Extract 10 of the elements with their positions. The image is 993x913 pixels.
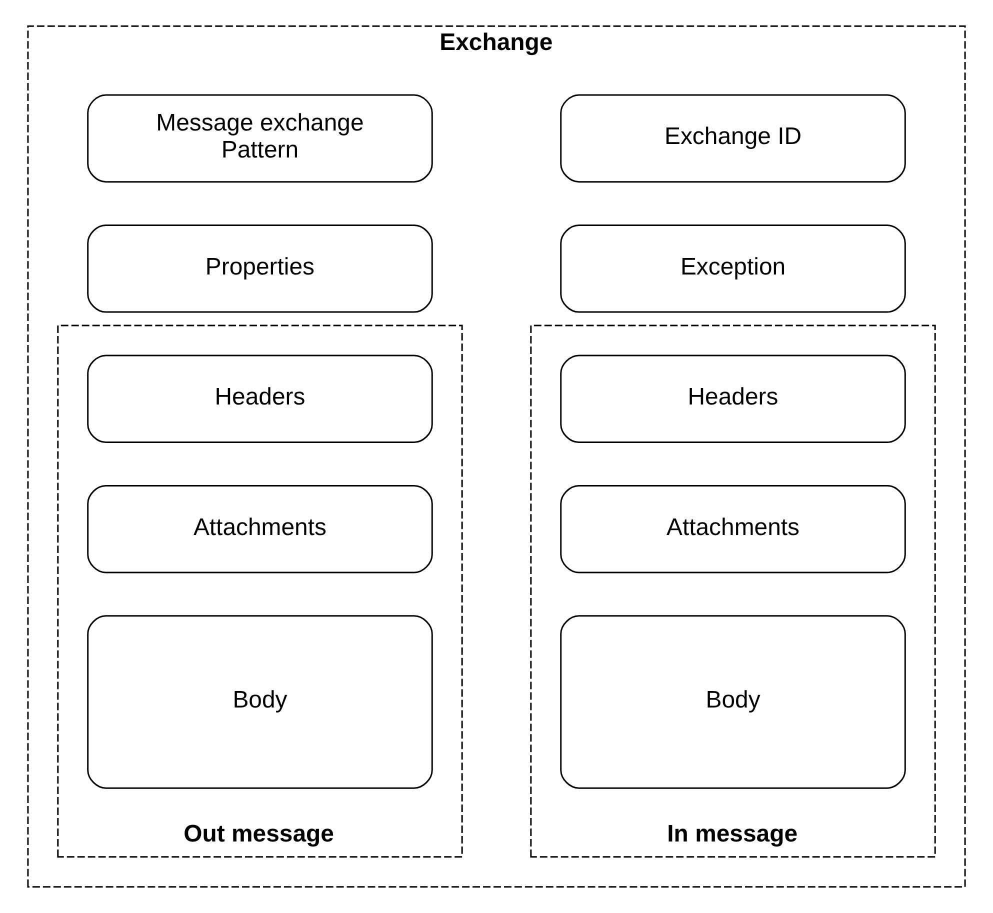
node-box: Headers [87,354,433,444]
node-box: Exchange ID [560,94,906,183]
node-box: Body [87,615,433,789]
node-box: Attachments [87,484,433,574]
node-box: Attachments [560,484,906,574]
node-box: Body [560,615,906,789]
node-box: Message exchange Pattern [87,94,433,183]
node-box: Headers [560,354,906,444]
node-box: Exception [560,224,906,313]
node-box: Properties [87,224,433,313]
